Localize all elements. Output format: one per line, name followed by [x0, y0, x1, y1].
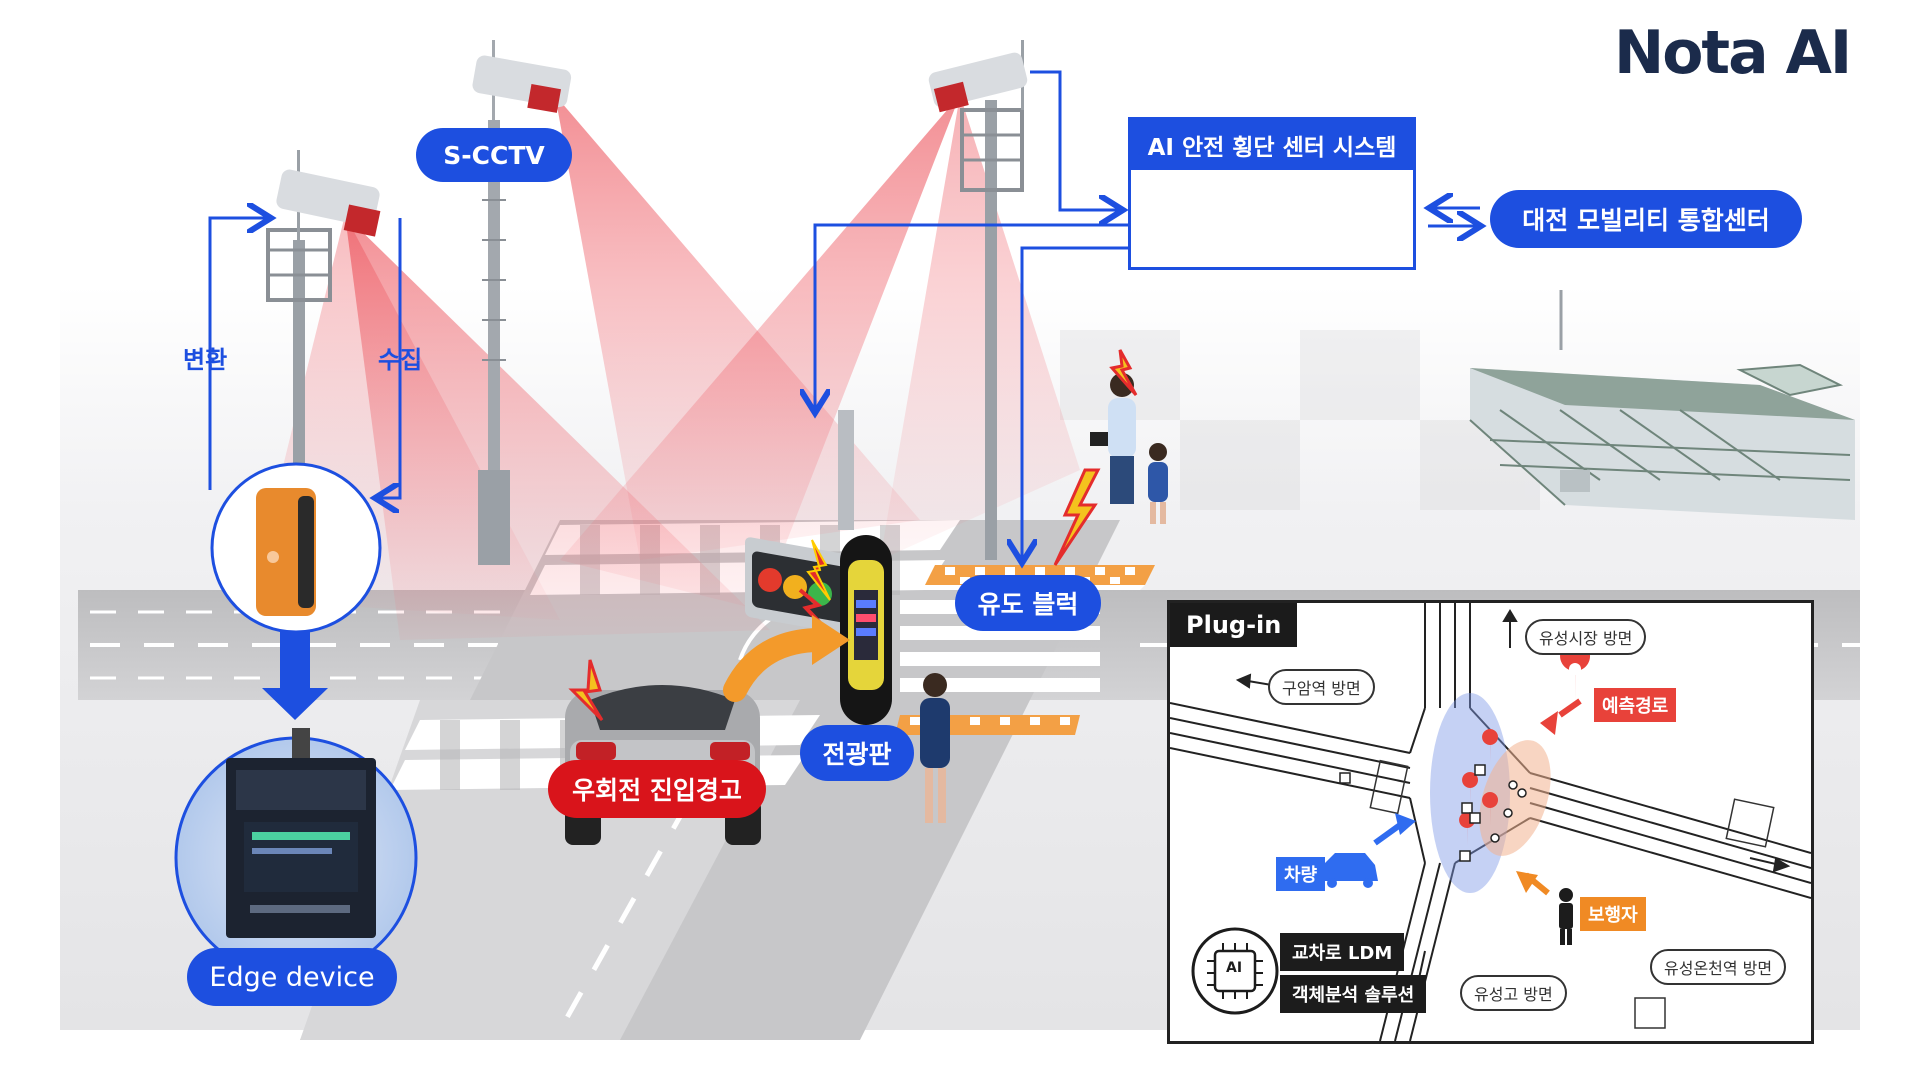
- display-board-label: 전광판: [800, 725, 914, 781]
- convert-label: 변환: [183, 340, 227, 375]
- video-gear-icon: [1239, 190, 1309, 250]
- direction-yuseong-market: 유성시장 방면: [1525, 619, 1646, 655]
- predicted-path-label: 예측경로: [1594, 688, 1676, 722]
- plugin-tag: Plug-in: [1170, 603, 1297, 647]
- object-analysis-label: 객체분석 솔루션: [1280, 975, 1426, 1013]
- mobility-center-label: 대전 모빌리티 통합센터: [1490, 190, 1802, 248]
- code-window-icon: [1324, 190, 1386, 250]
- ai-chip-icon: AI: [1226, 960, 1242, 976]
- right-turn-warning-label: 우회전 진입경고: [548, 760, 766, 818]
- pedestrian-label: 보행자: [1580, 897, 1646, 931]
- edge-device-label: Edge device: [187, 948, 397, 1006]
- s-cctv-label: S-CCTV: [416, 128, 572, 182]
- collect-label: 수집: [378, 340, 422, 375]
- folder-check-icon: [1155, 190, 1225, 250]
- vehicle-label: 차량: [1276, 857, 1325, 891]
- direction-yuseong-hotspring: 유성온천역 방면: [1650, 949, 1786, 985]
- ai-safe-crossing-system-window: AI 안전 횡단 센터 시스템: [1128, 117, 1416, 270]
- guide-block-label: 유도 블럭: [955, 575, 1101, 631]
- plugin-intersection-map: Plug-in 유성시장 방면 구암역 방면 유성온천역 방면 유성고 방면 예…: [1167, 600, 1814, 1044]
- direction-guam-station: 구암역 방면: [1268, 669, 1375, 705]
- system-title: AI 안전 횡단 센터 시스템: [1131, 120, 1413, 170]
- nota-ai-logo: Nota AI: [1614, 18, 1850, 88]
- direction-yuseong-high: 유성고 방면: [1460, 975, 1567, 1011]
- intersection-ldm-label: 교차로 LDM: [1280, 933, 1404, 971]
